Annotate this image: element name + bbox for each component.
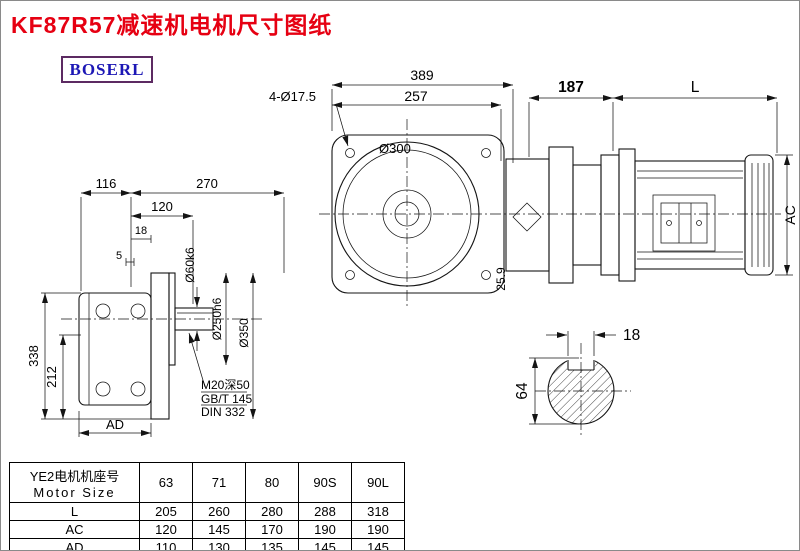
table-cell: 145 (351, 538, 405, 550)
motor-view: 187 L AC (505, 79, 798, 284)
frame-size-col: 80 (245, 462, 299, 503)
brand-logo: BOSERL (61, 56, 153, 83)
table-cell: 318 (351, 502, 405, 521)
terminal-box (652, 194, 716, 252)
shaft-section-view: 18 64 (514, 327, 640, 435)
table-header-row: YE2电机机座号 Motor Size 63 71 80 90S 90L (9, 462, 405, 503)
table-cell: 110 (139, 538, 193, 550)
holes-note: 4-Ø17.5 (269, 89, 316, 104)
dim-120: 120 (151, 199, 173, 214)
dim-shaft-diameter: Ø60k6 (183, 247, 197, 283)
dim-flange-diameter: Ø300 (379, 141, 411, 156)
table-cell: 190 (351, 520, 405, 539)
adapter-housing (505, 158, 550, 272)
dim-offset: 25.9 (494, 267, 508, 291)
table-cell: 170 (245, 520, 299, 539)
table-cell: 120 (139, 520, 193, 539)
dim-212: 212 (44, 366, 59, 388)
table-row-L: L 205 260 280 288 318 (9, 502, 405, 521)
side-view: 116 270 120 18 5 338 212 (26, 176, 285, 437)
dim-187: 187 (558, 79, 584, 96)
frame-size-col: 90S (298, 462, 352, 503)
row-label: L (9, 502, 140, 521)
row-label: AC (9, 520, 140, 539)
dim-flange-outer-diameter: Ø350 (237, 318, 251, 348)
dim-5: 5 (116, 250, 122, 262)
output-flange (150, 272, 170, 420)
fan-cover (744, 154, 774, 276)
table-cell: 145 (192, 520, 246, 539)
table-cell: 135 (245, 538, 299, 550)
table-cell: 260 (192, 502, 246, 521)
adapter-flange-disc (548, 146, 574, 284)
tap-note-line3: DIN 332 (201, 405, 245, 419)
frame-size-col: 63 (139, 462, 193, 503)
table-cell: 205 (139, 502, 193, 521)
frame-size-col: 90L (351, 462, 405, 503)
row-label: AD (9, 538, 140, 550)
adapter-diamond (512, 202, 542, 232)
dim-key-width: 18 (623, 327, 640, 344)
dim-L: L (691, 79, 700, 96)
table-cell: 130 (192, 538, 246, 550)
table-cell: 190 (298, 520, 352, 539)
table-cell: 288 (298, 502, 352, 521)
frame-size-col: 71 (192, 462, 246, 503)
page-title: KF87R57减速机电机尺寸图纸 (11, 12, 333, 38)
table-row-AD: AD 110 130 135 145 145 (9, 538, 405, 550)
table-cell: 145 (298, 538, 352, 550)
bolt-hole (481, 148, 491, 158)
dim-ad: AD (106, 417, 124, 432)
table-row-AC: AC 120 145 170 190 190 (9, 520, 405, 539)
table-header-motor-size: YE2电机机座号 Motor Size (9, 462, 140, 503)
dim-257: 257 (404, 88, 428, 104)
table-header-cn: YE2电机机座号 (29, 468, 120, 484)
bolt-hole (481, 270, 491, 280)
gearbox-body (78, 292, 152, 406)
front-view: 389 257 4-Ø17.5 Ø300 25.9 (269, 67, 781, 309)
tap-note-line1: M20深50 (201, 378, 250, 392)
dim-shaft-section-diameter: 64 (514, 382, 531, 400)
bolt-hole (345, 148, 355, 158)
motor-size-table: YE2电机机座号 Motor Size 63 71 80 90S 90L L 2… (9, 462, 405, 550)
table-header-en: Motor Size (33, 484, 116, 500)
dim-AC: AC (782, 205, 798, 224)
table-cell: 280 (245, 502, 299, 521)
motor-flange (618, 148, 636, 282)
dim-18-flange: 18 (135, 225, 147, 237)
bolt-hole (345, 270, 355, 280)
dim-spigot-diameter: Ø250h6 (210, 297, 224, 340)
dim-116: 116 (96, 176, 117, 191)
dim-389: 389 (410, 67, 434, 83)
motor-body (634, 160, 746, 270)
tap-note-line2: GB/T 145 (201, 392, 252, 406)
dim-270: 270 (196, 176, 218, 191)
dim-338: 338 (26, 345, 41, 367)
